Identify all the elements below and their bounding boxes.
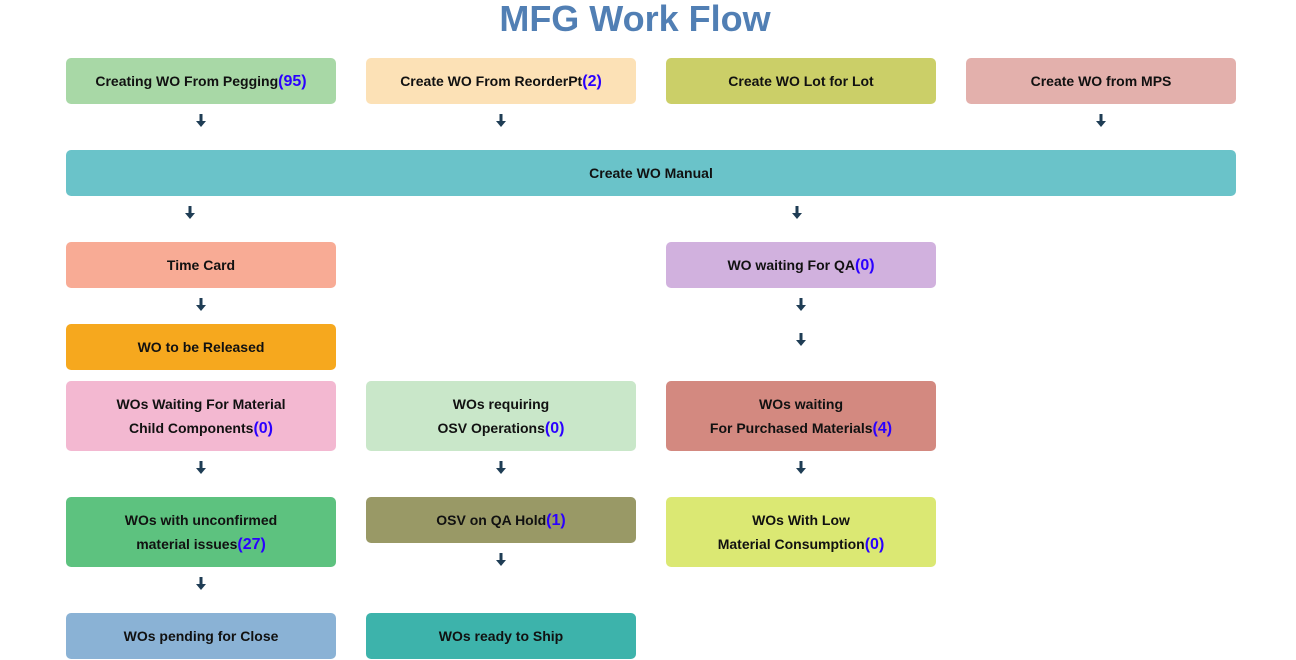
arrow-down-icon bbox=[795, 298, 807, 312]
arrow-down-icon bbox=[795, 461, 807, 475]
box-label-line2: OSV Operations bbox=[437, 419, 545, 436]
box-label-line1: WOs with unconfirmed bbox=[124, 511, 278, 528]
count-badge[interactable]: (2) bbox=[582, 72, 602, 90]
box-label-line2: Material Consumption bbox=[717, 535, 865, 552]
wos-waiting-for-purchased-materials-box[interactable]: WOs waiting For Purchased Materials(4) bbox=[666, 381, 936, 451]
box-label: Create WO from MPS bbox=[1030, 73, 1172, 89]
box-label-line1: WOs With Low bbox=[752, 511, 850, 528]
box-label: Creating WO From Pegging bbox=[95, 72, 279, 89]
box-label: OSV on QA Hold bbox=[436, 511, 547, 528]
box-label: Time Card bbox=[166, 257, 236, 273]
osv-on-qa-hold-box[interactable]: OSV on QA Hold(1) bbox=[366, 497, 636, 543]
arrow-down-icon bbox=[1095, 114, 1107, 128]
wos-low-material-consumption-box[interactable]: WOs With Low Material Consumption(0) bbox=[666, 497, 936, 567]
create-wo-from-mps-box[interactable]: Create WO from MPS bbox=[966, 58, 1236, 104]
count-badge[interactable]: (1) bbox=[546, 511, 566, 529]
box-label: WOs ready to Ship bbox=[438, 628, 564, 644]
create-wo-lot-for-lot-box[interactable]: Create WO Lot for Lot bbox=[666, 58, 936, 104]
arrow-down-icon bbox=[795, 333, 807, 347]
count-badge[interactable]: (27) bbox=[237, 535, 266, 553]
box-label: WO waiting For QA bbox=[727, 256, 855, 273]
count-badge[interactable]: (0) bbox=[864, 535, 885, 553]
arrow-down-icon bbox=[495, 461, 507, 475]
box-label: Create WO From ReorderPt bbox=[400, 72, 583, 89]
box-label-line2: material issues bbox=[136, 535, 238, 552]
box-label: WO to be Released bbox=[137, 339, 265, 355]
wos-pending-for-close-box[interactable]: WOs pending for Close bbox=[66, 613, 336, 659]
count-badge[interactable]: (4) bbox=[872, 419, 893, 437]
wos-ready-to-ship-box[interactable]: WOs ready to Ship bbox=[366, 613, 636, 659]
arrow-down-icon bbox=[184, 206, 196, 220]
box-label-line1: WOs requiring bbox=[452, 395, 550, 412]
arrow-down-icon bbox=[495, 114, 507, 128]
arrow-down-icon bbox=[195, 577, 207, 591]
wos-requiring-osv-operations-box[interactable]: WOs requiring OSV Operations(0) bbox=[366, 381, 636, 451]
time-card-box[interactable]: Time Card bbox=[66, 242, 336, 288]
box-label-line2: For Purchased Materials bbox=[709, 419, 873, 436]
box-label-line2: Child Components bbox=[129, 419, 254, 436]
box-label: Create WO Lot for Lot bbox=[728, 73, 874, 89]
count-badge[interactable]: (0) bbox=[544, 419, 565, 437]
count-badge[interactable]: (95) bbox=[278, 72, 307, 90]
create-wo-from-reorderpt-box[interactable]: Create WO From ReorderPt(2) bbox=[366, 58, 636, 104]
wo-waiting-for-qa-box[interactable]: WO waiting For QA(0) bbox=[666, 242, 936, 288]
box-label: WOs pending for Close bbox=[123, 628, 279, 644]
arrow-down-icon bbox=[195, 298, 207, 312]
arrow-down-icon bbox=[495, 553, 507, 567]
create-wo-manual-box[interactable]: Create WO Manual bbox=[66, 150, 1236, 196]
box-label-line1: WOs Waiting For Material bbox=[116, 395, 286, 412]
wos-waiting-for-material-box[interactable]: WOs Waiting For Material Child Component… bbox=[66, 381, 336, 451]
page-title: MFG Work Flow bbox=[499, 0, 771, 39]
arrow-down-icon bbox=[791, 206, 803, 220]
box-label-line1: WOs waiting bbox=[759, 395, 843, 412]
count-badge[interactable]: (0) bbox=[253, 419, 273, 437]
arrow-down-icon bbox=[195, 461, 207, 475]
count-badge[interactable]: (0) bbox=[854, 256, 875, 274]
create-wo-from-pegging-box[interactable]: Creating WO From Pegging(95) bbox=[66, 58, 336, 104]
wo-to-be-released-box[interactable]: WO to be Released bbox=[66, 324, 336, 370]
box-label: Create WO Manual bbox=[589, 165, 713, 181]
wos-unconfirmed-material-issues-box[interactable]: WOs with unconfirmed material issues(27) bbox=[66, 497, 336, 567]
arrow-down-icon bbox=[195, 114, 207, 128]
